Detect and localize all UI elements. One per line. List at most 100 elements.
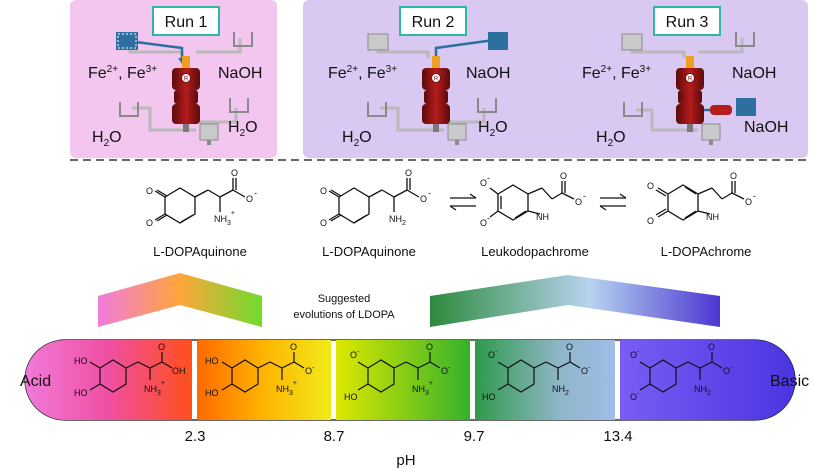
evolution-arrow-right xyxy=(430,275,720,327)
run1-label: Run 1 xyxy=(165,14,208,31)
ph4-ho: HO xyxy=(482,392,496,402)
ph2-nh3: NH3+ xyxy=(276,380,297,397)
ph3-ho: HO xyxy=(344,392,358,402)
run2-blue-line xyxy=(434,38,495,58)
run1-blue-line xyxy=(119,38,184,58)
ph-breakpoint-4: 13.4 xyxy=(603,428,632,445)
ph-segment-3 xyxy=(336,340,470,420)
atom-o-10: O xyxy=(480,218,487,228)
run2-metals-label: Fe2+, Fe3+ xyxy=(328,64,397,82)
molecule-dopaquinone-left xyxy=(154,178,246,224)
run2-tubing xyxy=(376,38,486,140)
molecule-dopachrome xyxy=(655,181,745,221)
ph-acid-label: Acid xyxy=(20,373,51,390)
run3-label: Run 3 xyxy=(666,14,709,31)
atom-nh-2: NH xyxy=(706,212,719,222)
run1-panel: Run 1 Fe2+, Fe3+ NaOH H2O H2O xyxy=(70,0,277,158)
atom-o-1: O xyxy=(146,186,153,196)
run1-naoh-label: NaOH xyxy=(218,65,262,82)
run2-metal-bottle xyxy=(367,33,389,51)
run1-tubing xyxy=(128,38,242,140)
atom-o-minus-4: - xyxy=(487,213,490,223)
ph5-o-minus-2: O- xyxy=(723,365,733,376)
atom-o-minus-2: - xyxy=(428,188,431,198)
ph5-o-minus-top: O- xyxy=(630,349,640,360)
ph1-ho-top: HO xyxy=(74,356,88,366)
suggested-text-line1: Suggested xyxy=(318,293,371,305)
ph5-o-minus-bottom: O- xyxy=(630,391,640,402)
ph4-o-minus: O- xyxy=(488,349,498,360)
dopaquinone-left-label: L-DOPAquinone xyxy=(153,244,247,259)
run1-metals-label: Fe2+, Fe3+ xyxy=(88,64,157,82)
ph4-nh2: NH2 xyxy=(552,384,569,397)
run2-naoh-bottle xyxy=(488,32,508,50)
atom-o-4: O xyxy=(246,194,253,204)
run1-metal-bottle xyxy=(116,32,138,50)
run2-water-left-label: H2O xyxy=(342,129,372,149)
ph-breakpoint-1: 2.3 xyxy=(185,428,206,445)
run1-label-box xyxy=(152,6,220,36)
atom-o-6: O xyxy=(320,218,327,228)
run3-water-left-label: H2O xyxy=(596,129,626,149)
atom-nh3-1: NH3+ xyxy=(214,210,235,227)
run1-metal-bottle-pattern xyxy=(117,33,137,49)
run2-naoh-label: NaOH xyxy=(466,65,510,82)
ph3-o: O xyxy=(426,342,433,352)
run3-label-box xyxy=(653,6,721,36)
atom-o-14: O xyxy=(647,216,654,226)
ph-breakpoint-3: 9.7 xyxy=(464,428,485,445)
ph-structure-2 xyxy=(221,352,305,393)
atom-o-9: O xyxy=(480,178,487,188)
ph4-o: O xyxy=(566,342,573,352)
run3-naoh2-bottle xyxy=(736,98,756,116)
atom-o-7: O xyxy=(405,168,412,178)
equilibrium-arrow-2 xyxy=(599,193,627,211)
ph-segment-4 xyxy=(475,340,615,420)
ph2-ho-top: HO xyxy=(205,356,219,366)
atom-o-12: O xyxy=(575,197,582,207)
atom-o-minus-6: - xyxy=(753,191,756,201)
run3-inline-cartridge xyxy=(710,105,732,115)
ph3-o-minus-2: O- xyxy=(441,365,451,376)
atom-o-13: O xyxy=(647,181,654,191)
ph5-nh2: NH2 xyxy=(694,384,711,397)
atom-o-15: O xyxy=(730,171,737,181)
ph-structure-4 xyxy=(497,352,581,393)
molecule-leukodopachrome xyxy=(489,181,575,221)
atom-o-11: O xyxy=(560,171,567,181)
atom-o-3: O xyxy=(231,168,238,178)
equilibrium-arrow-1 xyxy=(449,193,477,211)
ph3-o-minus: O- xyxy=(350,349,360,360)
ph5-o: O xyxy=(708,342,715,352)
ph-breakpoint-2: 8.7 xyxy=(324,428,345,445)
ph-structure-5 xyxy=(639,352,723,393)
ph-segment-1 xyxy=(25,340,192,420)
ph-segment-2 xyxy=(197,340,331,420)
atom-o-8: O xyxy=(420,194,427,204)
ph-structure-3 xyxy=(357,352,441,393)
atom-nh2-1: NH2 xyxy=(389,214,406,227)
run1-water-right-label: H2O xyxy=(228,119,258,139)
run3-naoh2-label: NaOH xyxy=(744,119,788,136)
run3-metals-label: Fe2+, Fe3+ xyxy=(582,64,651,82)
evolution-arrow-left xyxy=(98,273,262,327)
dopaquinone-center-label: L-DOPAquinone xyxy=(322,244,416,259)
run3-naoh-label: NaOH xyxy=(732,65,776,82)
run2-water-right-label: H2O xyxy=(478,119,508,139)
atom-o-2: O xyxy=(146,218,153,228)
ph-axis-label: pH xyxy=(396,452,415,469)
runs23-panel: Run 2 Fe2+, Fe3+ NaOH H2O H2O Run 3 Fe2+… xyxy=(303,0,808,158)
run2-label: Run 2 xyxy=(412,14,455,31)
ph2-o: O xyxy=(290,342,297,352)
run2-label-box xyxy=(399,6,467,36)
ph1-nh3: NH3+ xyxy=(144,380,165,397)
atom-o-minus-3: - xyxy=(487,173,490,183)
ph-segment-5 xyxy=(620,340,795,420)
dopachrome-label: L-DOPAchrome xyxy=(661,244,752,259)
leukodopachrome-label: Leukodopachrome xyxy=(481,244,589,259)
atom-o-minus: - xyxy=(254,188,257,198)
atom-o-16: O xyxy=(745,197,752,207)
run3-metal-bottle xyxy=(621,33,643,51)
ph2-ho-bottom: HO xyxy=(205,388,219,398)
ph2-o-minus: O- xyxy=(305,365,315,376)
